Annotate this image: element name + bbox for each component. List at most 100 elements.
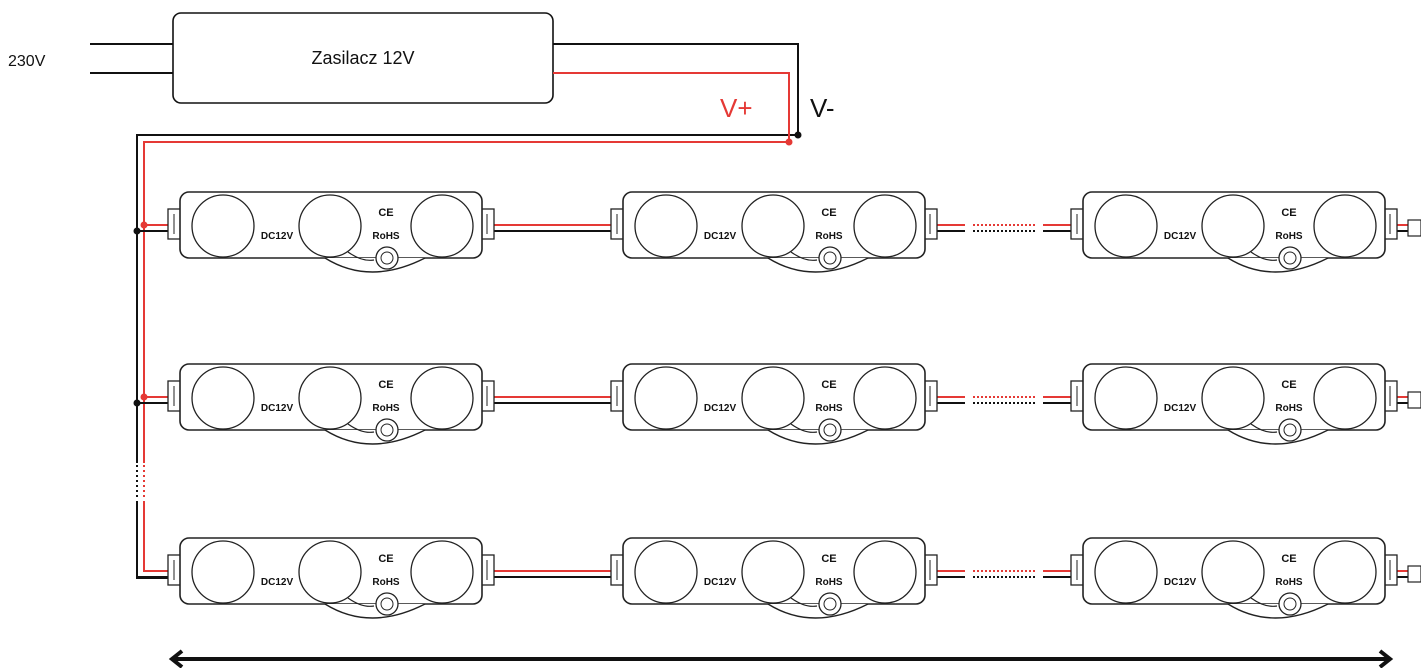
- module-bump-detail: [347, 597, 375, 607]
- mounting-screw-inner: [1283, 251, 1297, 265]
- module-bump-detail: [1250, 423, 1278, 433]
- led-lens: [1094, 366, 1158, 430]
- led-lens: [853, 366, 917, 430]
- led-lens: [298, 194, 362, 258]
- module-voltage-label: DC12V: [1164, 577, 1197, 588]
- rohs-mark: RoHS: [1275, 231, 1303, 242]
- led-lens: [191, 540, 255, 604]
- led-lens: [1094, 540, 1158, 604]
- led-lens: [410, 194, 474, 258]
- power-supply-box: [172, 12, 554, 104]
- ce-mark: CE: [1281, 379, 1296, 391]
- rohs-mark: RoHS: [1275, 403, 1303, 414]
- ce-mark: CE: [821, 553, 836, 565]
- led-lens: [741, 366, 805, 430]
- led-lens: [1201, 366, 1265, 430]
- positive-junction-dot: [785, 138, 793, 146]
- ce-mark: CE: [378, 553, 393, 565]
- power-supply-label: Zasilacz 12V: [311, 48, 414, 68]
- led-lens: [298, 366, 362, 430]
- led-lens: [1313, 366, 1377, 430]
- module-bump-detail: [347, 423, 375, 433]
- rohs-mark: RoHS: [372, 403, 400, 414]
- module-bottom-bump: [1227, 429, 1329, 445]
- led-lens: [1094, 194, 1158, 258]
- negative-supply-wire: [136, 43, 799, 579]
- module-voltage-label: DC12V: [261, 231, 294, 242]
- mounting-screw-inner: [823, 597, 837, 611]
- led-lens: [634, 366, 698, 430]
- mounting-screw-icon: [1278, 246, 1302, 270]
- length-arrow-right-head: [1378, 649, 1394, 668]
- module-row: DC12V CE RoHS DC12V CE RoHS DC12V CE RoHS: [133, 191, 1421, 273]
- ce-mark: CE: [378, 379, 393, 391]
- mains-label: 230V: [8, 53, 46, 70]
- led-lens: [191, 366, 255, 430]
- end-connector-icon: [1407, 219, 1421, 237]
- negative-junction-dot: [794, 131, 802, 139]
- mounting-screw-inner: [823, 423, 837, 437]
- led-lens: [410, 366, 474, 430]
- end-connector-icon: [1407, 391, 1421, 409]
- mounting-screw-icon: [818, 592, 842, 616]
- led-lens: [191, 194, 255, 258]
- end-connector-icon: [1407, 565, 1421, 583]
- module-bump-detail: [790, 597, 818, 607]
- rohs-mark: RoHS: [815, 231, 843, 242]
- module-bottom-bump: [767, 257, 869, 273]
- rohs-mark: RoHS: [1275, 577, 1303, 588]
- module-bump-detail: [347, 251, 375, 261]
- led-lens: [634, 194, 698, 258]
- bus-negative-dot: [133, 227, 141, 235]
- ce-mark: CE: [378, 207, 393, 219]
- ce-mark: CE: [1281, 207, 1296, 219]
- led-lens: [1201, 194, 1265, 258]
- module-voltage-label: DC12V: [704, 577, 737, 588]
- module-voltage-label: DC12V: [1164, 231, 1197, 242]
- module-rows: DC12V CE RoHS DC12V CE RoHS DC12V CE RoHS DC12V CE…: [133, 191, 1421, 619]
- module-bottom-bump: [767, 429, 869, 445]
- mounting-screw-icon: [818, 418, 842, 442]
- bus-negative-dot: [133, 399, 141, 407]
- ce-mark: CE: [821, 207, 836, 219]
- led-lens: [1313, 194, 1377, 258]
- mounting-screw-icon: [1278, 592, 1302, 616]
- rohs-mark: RoHS: [372, 231, 400, 242]
- module-voltage-label: DC12V: [1164, 403, 1197, 414]
- positive-supply-wire: [143, 72, 790, 572]
- module-voltage-label: DC12V: [704, 403, 737, 414]
- rohs-mark: RoHS: [372, 577, 400, 588]
- negative-label: V-: [810, 93, 835, 123]
- mounting-screw-inner: [1283, 423, 1297, 437]
- rohs-mark: RoHS: [815, 577, 843, 588]
- module-bottom-bump: [324, 257, 426, 273]
- module-voltage-label: DC12V: [261, 577, 294, 588]
- module-voltage-label: DC12V: [261, 403, 294, 414]
- led-lens: [741, 540, 805, 604]
- led-lens: [634, 540, 698, 604]
- mounting-screw-icon: [375, 418, 399, 442]
- rohs-mark: RoHS: [815, 403, 843, 414]
- module-bottom-bump: [324, 429, 426, 445]
- mounting-screw-inner: [380, 423, 394, 437]
- module-bump-detail: [1250, 597, 1278, 607]
- mounting-screw-inner: [823, 251, 837, 265]
- module-bottom-bump: [767, 603, 869, 619]
- length-arrow-left-head: [168, 649, 184, 668]
- mounting-screw-inner: [1283, 597, 1297, 611]
- led-lens: [1201, 540, 1265, 604]
- module-bump-detail: [1250, 251, 1278, 261]
- led-lens: [741, 194, 805, 258]
- led-lens: [853, 540, 917, 604]
- led-lens: [410, 540, 474, 604]
- module-voltage-label: DC12V: [704, 231, 737, 242]
- bus-positive-dot: [140, 221, 148, 229]
- ce-mark: CE: [821, 379, 836, 391]
- mounting-screw-icon: [1278, 418, 1302, 442]
- positive-label: V+: [720, 93, 753, 123]
- bus-gap-mask: [130, 463, 150, 501]
- module-bottom-bump: [1227, 603, 1329, 619]
- led-lens: [298, 540, 362, 604]
